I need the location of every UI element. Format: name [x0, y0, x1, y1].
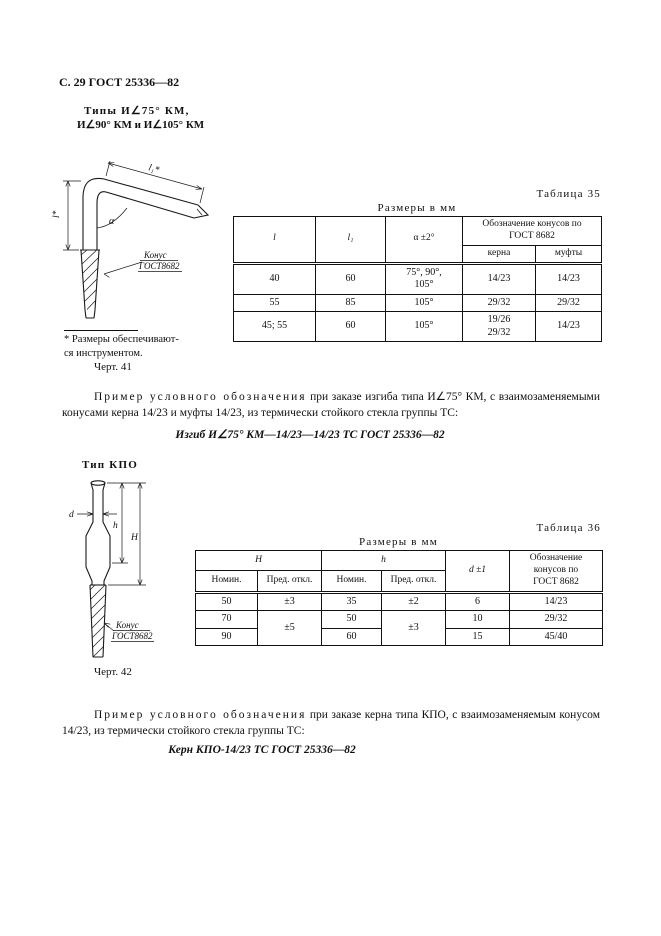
table35-label: Таблица 35: [536, 188, 601, 200]
types-heading-line1: Типы И∠75° КМ,: [84, 105, 190, 117]
table-cell: 29/32: [535, 293, 602, 313]
table-cell: 35: [321, 591, 382, 612]
footnote-rule: [64, 330, 138, 331]
table35-units: Размеры в мм: [377, 202, 457, 214]
table-cell: 60: [315, 262, 386, 295]
table-cell: 60: [321, 627, 382, 647]
table36-col-H-nominal: Номин.: [195, 570, 258, 594]
example-paragraph-1: Пример условного обозначения при заказе …: [62, 390, 600, 421]
table-36: H h d ±1 Обозначение конусов по ГОСТ 868…: [195, 549, 603, 647]
table-cell: 29/32: [509, 610, 603, 629]
table-cell: ±3: [257, 591, 322, 612]
table-cell: 60: [315, 311, 386, 343]
figure41-caption: Черт. 41: [94, 361, 132, 373]
cone-leader-label-line2: ГОСТ8682: [111, 631, 153, 641]
page-header: С. 29 ГОСТ 25336—82: [59, 75, 180, 89]
types-heading-line2: И∠90° КМ и И∠105° КМ: [77, 119, 205, 131]
table35-col-kerna: керна: [462, 244, 536, 265]
type-kpo-heading: Тип КПО: [82, 459, 138, 471]
table-cell: 70: [195, 610, 258, 629]
example2-designation: Керн КПО-14/23 ТС ГОСТ 25336—82: [168, 744, 356, 756]
example2-intro: Пример условного обозначения: [94, 709, 307, 721]
table35-col-mufty: муфты: [535, 244, 602, 265]
table-cell: 90: [195, 627, 258, 647]
example1-designation: Изгиб И∠75° КМ—14/23—14/23 ТС ГОСТ 25336…: [175, 429, 445, 441]
dim-label-l1: l₁*: [147, 163, 160, 176]
table36-header-row: H h d ±1 Обозначение конусов по ГОСТ 868…: [195, 549, 603, 594]
table-cell: 40: [233, 262, 316, 295]
table-cell: 50: [321, 610, 382, 629]
table-cell: 15: [445, 627, 510, 647]
bent-tube-outline: [80, 177, 210, 319]
table-cell: 29/32: [462, 293, 536, 313]
table-cell: 105°: [385, 311, 463, 343]
table-row: 50 ±3 35 ±2 6 14/23: [195, 591, 603, 612]
table-cell: ±2: [381, 591, 446, 612]
dim-label-h: h: [113, 521, 118, 531]
example1-intro: Пример условного обозначения: [94, 391, 307, 403]
table36-col-h: h: [321, 549, 446, 572]
cone-hatching: [89, 584, 106, 658]
table-cell: 14/23: [535, 311, 602, 343]
table-row: 70 ±5 50 ±3 10 29/32: [195, 610, 603, 647]
table35-col-l: l: [233, 216, 316, 265]
table-cell: 55: [233, 293, 316, 313]
dim-label-d: d: [69, 510, 74, 520]
example-paragraph-2: Пример условного обозначения при заказе …: [62, 708, 600, 739]
table36-label: Таблица 36: [536, 522, 601, 534]
table-row: 40 60 75°, 90°, 105° 14/23 14/23: [233, 262, 602, 295]
table-cell: 19/26 29/32: [462, 311, 536, 343]
table-cell: 14/23: [535, 262, 602, 295]
table36-col-H-deviation: Пред. откл.: [257, 570, 322, 594]
kpo-outline: [85, 480, 111, 658]
table-cell: 75°, 90°, 105°: [385, 262, 463, 295]
table-cell: 14/23: [462, 262, 536, 295]
figure41-footnote: * Размеры обеспечивают- ся инструментом.: [64, 334, 179, 359]
figure42-caption: Черт. 42: [94, 666, 132, 678]
table35-col-designation: Обозначение конусов по ГОСТ 8682: [462, 216, 602, 246]
figure-42-drawing: d h H Конус ГОСТ8682: [69, 480, 154, 658]
table36-subheader-row: Номин. Пред. откл. Номин. Пред. откл.: [195, 570, 603, 594]
dimension-lines: [77, 482, 154, 642]
table-cell: 85: [315, 293, 386, 313]
cone-leader-label-line1: Конус: [115, 620, 139, 630]
dim-label-l: l*: [52, 210, 62, 218]
table36-units: Размеры в мм: [359, 536, 438, 548]
table35-header-row: l l₁ α ±2° Обозначение конусов по ГОСТ 8…: [233, 216, 602, 265]
table-row: 45; 55 60 105° 19/26 29/32 14/23: [233, 311, 602, 343]
cone-leader-label-line1: Конус: [143, 250, 167, 260]
table-cell: 45/40: [509, 627, 603, 647]
table-cell: 6: [445, 591, 510, 612]
figure-41-drawing: l* l₁* α Конус ГОСТ8682: [52, 160, 210, 319]
dimension-lines: [63, 160, 205, 278]
dim-label-alpha: α: [109, 216, 115, 227]
table35-subheader-row: керна муфты: [234, 244, 602, 265]
example2-text: при заказе керна типа КПО, с взаимозамен…: [62, 709, 600, 737]
table-cell: 14/23: [509, 591, 603, 612]
example1-text: при заказе изгиба типа И∠75° КМ, с взаим…: [62, 391, 600, 419]
cone-hatching: [81, 249, 99, 310]
table-cell: ±3: [381, 610, 446, 647]
table-cell: ±5: [257, 610, 322, 647]
table-cell: 45; 55: [233, 311, 316, 343]
table36-col-h-nominal: Номин.: [321, 570, 382, 594]
dim-label-H: H: [130, 533, 139, 543]
table-cell: 10: [445, 610, 510, 629]
table36-col-d: d ±1: [445, 550, 510, 594]
table-35: l l₁ α ±2° Обозначение конусов по ГОСТ 8…: [233, 216, 602, 343]
table35-col-alpha: α ±2°: [385, 216, 463, 265]
table35-col-l1: l₁: [315, 216, 386, 265]
cone-leader-label-line2: ГОСТ8682: [138, 261, 180, 271]
table-row: 55 85 105° 29/32 29/32: [233, 293, 602, 313]
table36-col-H: H: [195, 549, 322, 572]
table-cell: 105°: [385, 293, 463, 313]
table36-col-designation: Обозначение конусов по ГОСТ 8682: [509, 550, 603, 594]
table36-col-h-deviation: Пред. откл.: [381, 570, 446, 594]
table-cell: 50: [195, 591, 258, 612]
table-row: 90 60 15 45/40: [195, 627, 603, 647]
